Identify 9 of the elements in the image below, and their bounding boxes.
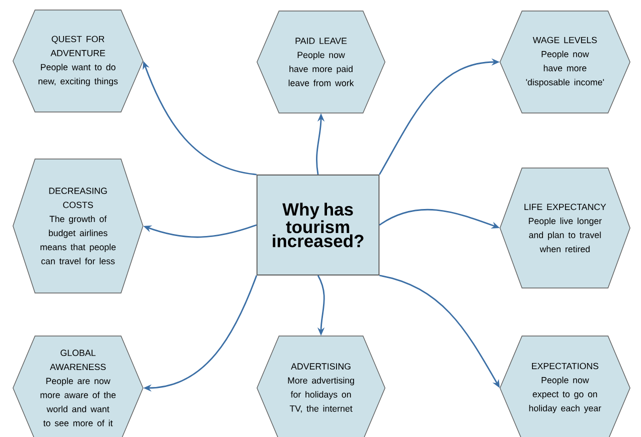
- hexagon-box: WAGE LEVELS People now have more 'disposable income': [500, 10, 630, 114]
- hexagon-box: EXPECTATIONS People now expect to go on holiday each year: [500, 336, 630, 437]
- hexagon-box: LIFE EXPECTANCY People live longer and plan to travel when retired: [500, 168, 630, 288]
- hexagon-box: QUEST FOR ADVENTURE People want to do new, exciting things: [12, 10, 144, 112]
- hexagon-box: PAID LEAVE People now have more paid leave from work: [256, 10, 386, 114]
- hexagon-box: GLOBAL AWARENESS People are now more aware of the world and want to see more of it: [12, 336, 144, 437]
- hexagon-box: ADVERTISING More advertising for holidays on TV, the internet: [256, 336, 386, 437]
- question-box: Why has tourism increased?: [256, 174, 380, 276]
- hexagon-box: DECREASING COSTS The growth of budget airlines means that people can travel for less: [12, 158, 144, 294]
